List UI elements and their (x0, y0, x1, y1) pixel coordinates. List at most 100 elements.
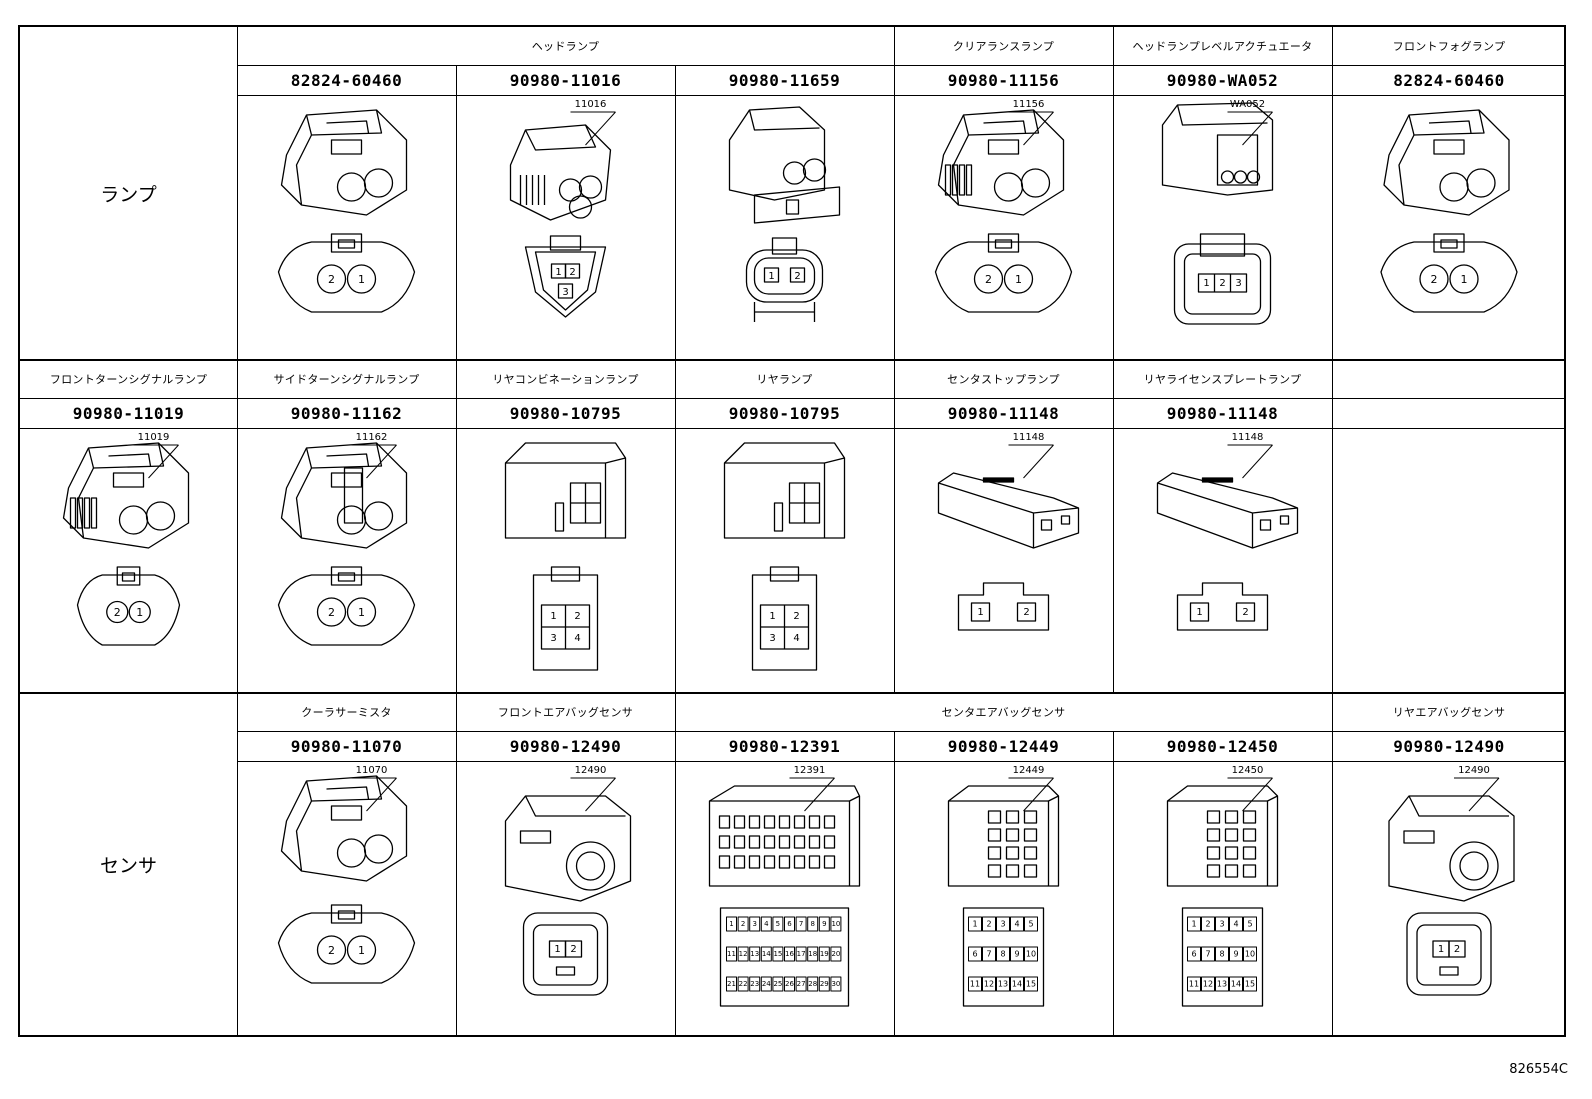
connector-housing-drawing (937, 109, 1065, 216)
group-name: フロントターンシグナルランプ (49, 373, 208, 386)
pin-number: 1 (358, 606, 365, 619)
column-divider (456, 398, 457, 692)
part-number: 90980-11070 (290, 736, 403, 756)
connector-housing-drawing (280, 442, 408, 549)
pin-number: 13 (998, 980, 1008, 989)
pin-number: 14 (1012, 980, 1022, 989)
part-number: 90980-11162 (290, 403, 403, 423)
pin-number: 9 (1233, 950, 1238, 959)
column-divider (1113, 398, 1114, 692)
group-name: リヤライセンスプレートランプ (1143, 373, 1302, 386)
pin-number: 1 (555, 267, 561, 278)
pin-number: 1 (358, 944, 365, 957)
pin-number: 18 (808, 950, 817, 958)
pin-number: 25 (773, 980, 782, 988)
connector-housing-drawing (504, 442, 627, 539)
part-number: 90980-12490 (509, 736, 622, 756)
pin-number: 26 (785, 980, 794, 988)
part-number: 90980-10795 (728, 403, 841, 423)
connector-housing-drawing (728, 106, 841, 224)
pin-number: 1 (1438, 944, 1444, 955)
pin-number: 2 (328, 273, 335, 286)
pin-number: 1 (769, 611, 775, 622)
column-divider (1113, 731, 1114, 1035)
pin-number: 1 (729, 920, 733, 928)
group-name: センタエアバッグセンサ (941, 706, 1066, 719)
pin-number: 8 (810, 920, 814, 928)
pin-number: 2 (574, 611, 580, 622)
pin-number: 1 (1203, 278, 1209, 289)
pin-number: 2 (1454, 944, 1460, 955)
pin-number: 1 (977, 607, 983, 618)
callout-label: 12449 (1013, 765, 1045, 776)
column-divider (237, 65, 238, 359)
pin-number: 22 (739, 980, 748, 988)
row-divider (237, 731, 1566, 732)
pin-number: 1 (1191, 920, 1196, 929)
pin-number: 2 (985, 273, 992, 286)
pin-number: 27 (797, 980, 806, 988)
part-number: 90980-11148 (947, 403, 1060, 423)
callout-label: 11148 (1013, 432, 1045, 443)
pin-number: 4 (1014, 920, 1019, 929)
category-label: ランプ (100, 183, 157, 206)
connector-housing-drawing (723, 442, 846, 539)
connector-housing-drawing (1383, 109, 1510, 216)
connector-illustration: 11148 1 2 (894, 428, 1113, 692)
pin-number: 11 (727, 950, 736, 958)
pin-number: 2 (794, 271, 800, 282)
part-number: 90980-12391 (728, 736, 841, 756)
pin-number: 10 (831, 920, 840, 928)
row-divider (237, 95, 1566, 96)
connector-housing-drawing (280, 109, 408, 216)
column-divider (456, 65, 457, 359)
pin-number: 12 (1203, 980, 1213, 989)
callout-label: 11162 (356, 432, 388, 443)
callout-label: 11070 (356, 765, 388, 776)
part-number: 90980-11156 (947, 70, 1060, 90)
pin-number: 14 (1231, 980, 1241, 989)
pin-number: 19 (820, 950, 829, 958)
category-label: センサ (99, 854, 157, 877)
group-name: クリアランスランプ (952, 40, 1055, 53)
column-divider (1332, 731, 1333, 1035)
section-divider (20, 692, 1566, 694)
part-number: 90980-11659 (728, 70, 841, 90)
pin-number: 2 (328, 606, 335, 619)
pin-number: 5 (1247, 920, 1252, 929)
pin-number: 28 (808, 980, 817, 988)
part-number: 90980-10795 (509, 403, 622, 423)
pin-number: 7 (1205, 950, 1210, 959)
pin-number: 2 (1023, 607, 1029, 618)
group-name: クーラサーミスタ (301, 706, 392, 719)
pin-number: 1 (554, 944, 560, 955)
part-number: 90980-12449 (947, 736, 1060, 756)
pin-number: 8 (1000, 950, 1005, 959)
column-divider (456, 731, 457, 1035)
connector-housing-drawing (62, 442, 190, 549)
pin-number: 2 (570, 944, 576, 955)
part-number: 90980-12450 (1166, 736, 1279, 756)
pin-number: 2 (1205, 920, 1210, 929)
pin-number: 13 (1217, 980, 1227, 989)
row-divider (20, 398, 1566, 399)
pin-number: 8 (1219, 950, 1224, 959)
column-divider (1332, 65, 1333, 359)
pin-number: 5 (776, 920, 780, 928)
connector-housing-drawing (504, 795, 632, 902)
